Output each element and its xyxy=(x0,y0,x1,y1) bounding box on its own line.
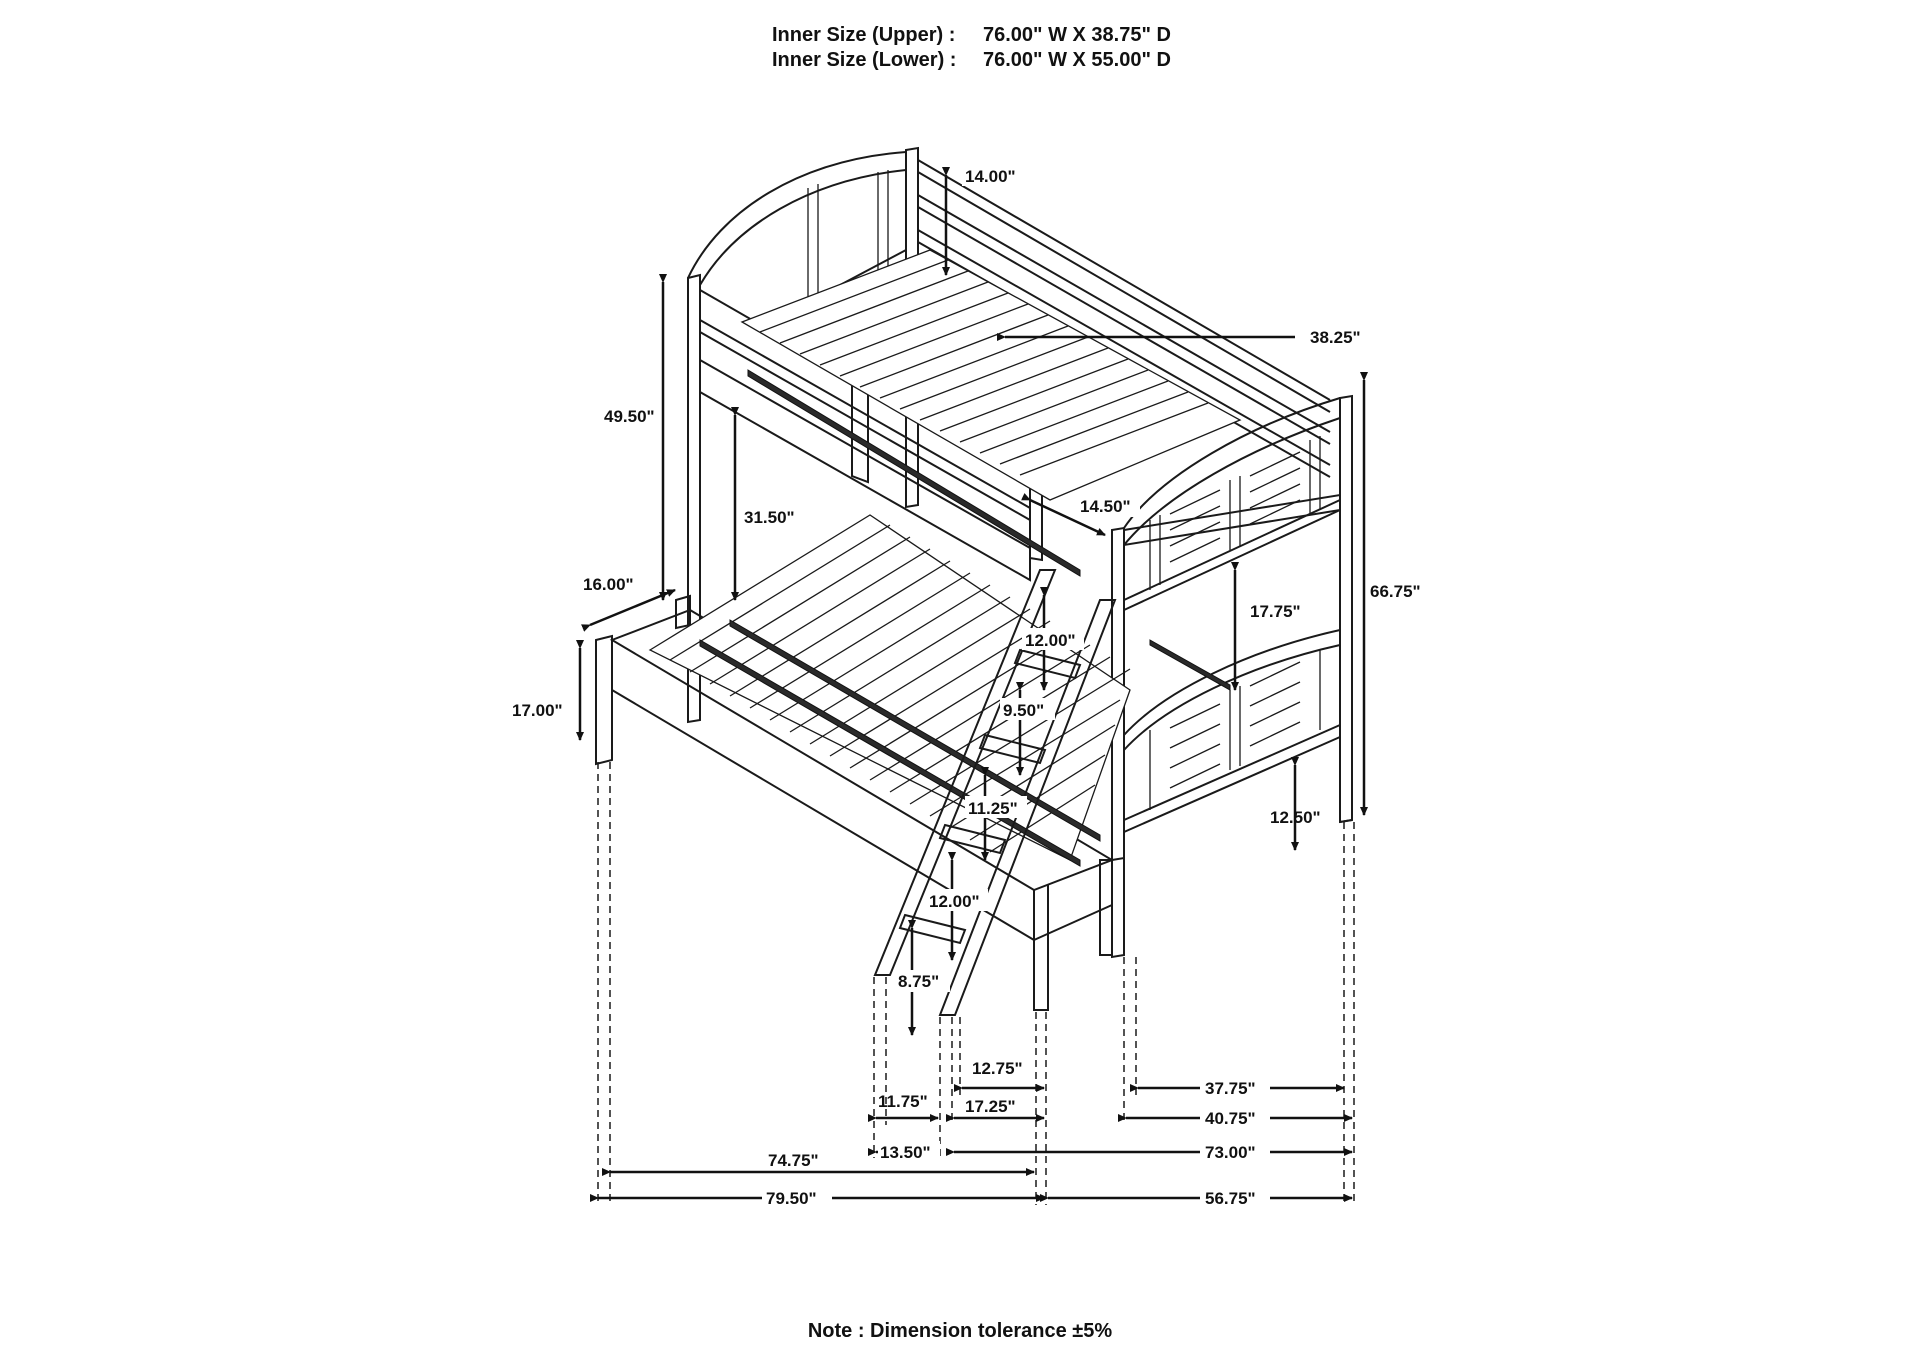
ladder xyxy=(873,569,1117,1016)
dim-37-75: 37.75" xyxy=(1205,1079,1256,1098)
tolerance-note: Note : Dimension tolerance ±5% xyxy=(807,1320,1113,1342)
dim-11-75: 11.75" xyxy=(878,1092,928,1111)
dim-8-75: 8.75" xyxy=(898,972,939,991)
dim-11-25: 11.25" xyxy=(968,799,1018,818)
lower-size-label: Inner Size (Lower) : xyxy=(772,49,957,71)
dim-12-75: 12.75" xyxy=(972,1059,1023,1078)
dim-38-25: 38.25" xyxy=(1310,328,1361,347)
dim-40-75: 40.75" xyxy=(1205,1109,1256,1128)
upper-slats xyxy=(740,249,1242,501)
dim-14-50: 14.50" xyxy=(1080,497,1131,516)
dim-17-25: 17.25" xyxy=(965,1097,1016,1116)
dim-66-75: 66.75" xyxy=(1370,582,1421,601)
lower-size-value: 76.00" W X 55.00" D xyxy=(983,49,1171,71)
dim-13-50: 13.50" xyxy=(880,1143,931,1162)
dim-17-00: 17.00" xyxy=(512,701,563,720)
dim-12-00-top: 12.00" xyxy=(1025,631,1076,650)
dim-12-50: 12.50" xyxy=(1270,808,1321,827)
lower-slats xyxy=(648,514,1131,861)
dim-79-50: 79.50" xyxy=(766,1189,817,1208)
dimension-labels: 14.00" 38.25" 49.50" 31.50" 14.50" 66.75… xyxy=(512,164,1421,1209)
upper-size-label: Inner Size (Upper) : xyxy=(772,24,956,46)
dim-17-75: 17.75" xyxy=(1250,602,1301,621)
upper-size-value: 76.00" W X 38.75" D xyxy=(983,24,1171,46)
bed-structure xyxy=(595,146,1353,1016)
dim-9-50: 9.50" xyxy=(1003,701,1044,720)
dim-16-00: 16.00" xyxy=(583,575,634,594)
dim-73-00: 73.00" xyxy=(1205,1143,1256,1162)
dim-31-50: 31.50" xyxy=(744,508,795,527)
dim-74-75: 74.75" xyxy=(768,1151,819,1170)
dim-49-50: 49.50" xyxy=(604,407,655,426)
dim-14-00: 14.00" xyxy=(965,167,1016,186)
dim-56-75: 56.75" xyxy=(1205,1189,1256,1208)
dim-12-00-low: 12.00" xyxy=(929,892,980,911)
